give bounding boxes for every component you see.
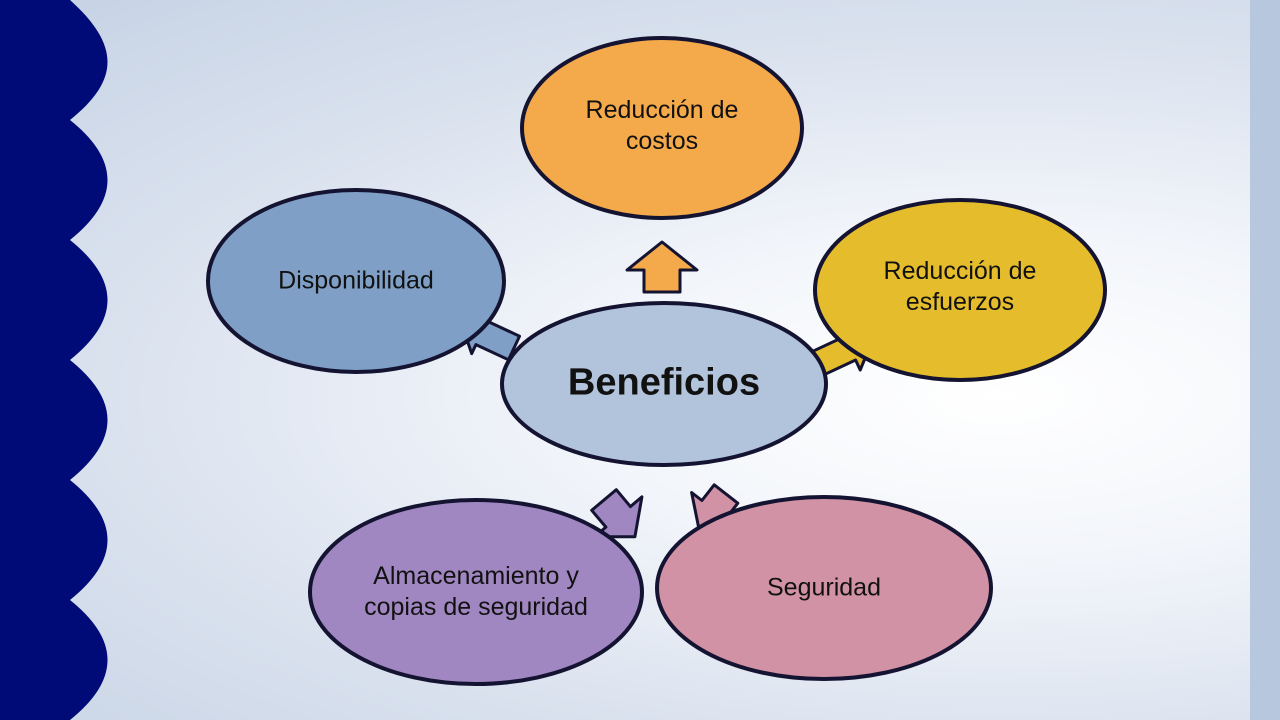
right-strip	[1250, 0, 1280, 720]
node-label-disponibilidad: Disponibilidad	[278, 266, 434, 295]
node-label-reduccion-costos: Reducción de costos	[585, 96, 739, 155]
node-label-reduccion-esfuerzos: Reducción de esfuerzos	[883, 257, 1037, 316]
node-disponibilidad	[206, 188, 506, 374]
node-reduccion-costos	[520, 36, 804, 220]
node-label-seguridad: Seguridad	[767, 573, 881, 602]
center-ellipse	[500, 301, 828, 467]
node-seguridad	[655, 495, 993, 681]
diagram-nodes	[206, 36, 1107, 686]
center-label: Beneficios	[567, 361, 761, 404]
node-reduccion-esfuerzos	[813, 198, 1107, 382]
center-node	[500, 301, 828, 467]
arrow-to-reduccion-costos	[625, 240, 699, 294]
left-wave-band	[0, 0, 108, 720]
node-almacenamiento	[308, 498, 644, 686]
arrow-to-almacenamiento	[590, 488, 644, 539]
node-label-almacenamiento: Almacenamiento y copias de seguridad	[364, 562, 588, 621]
